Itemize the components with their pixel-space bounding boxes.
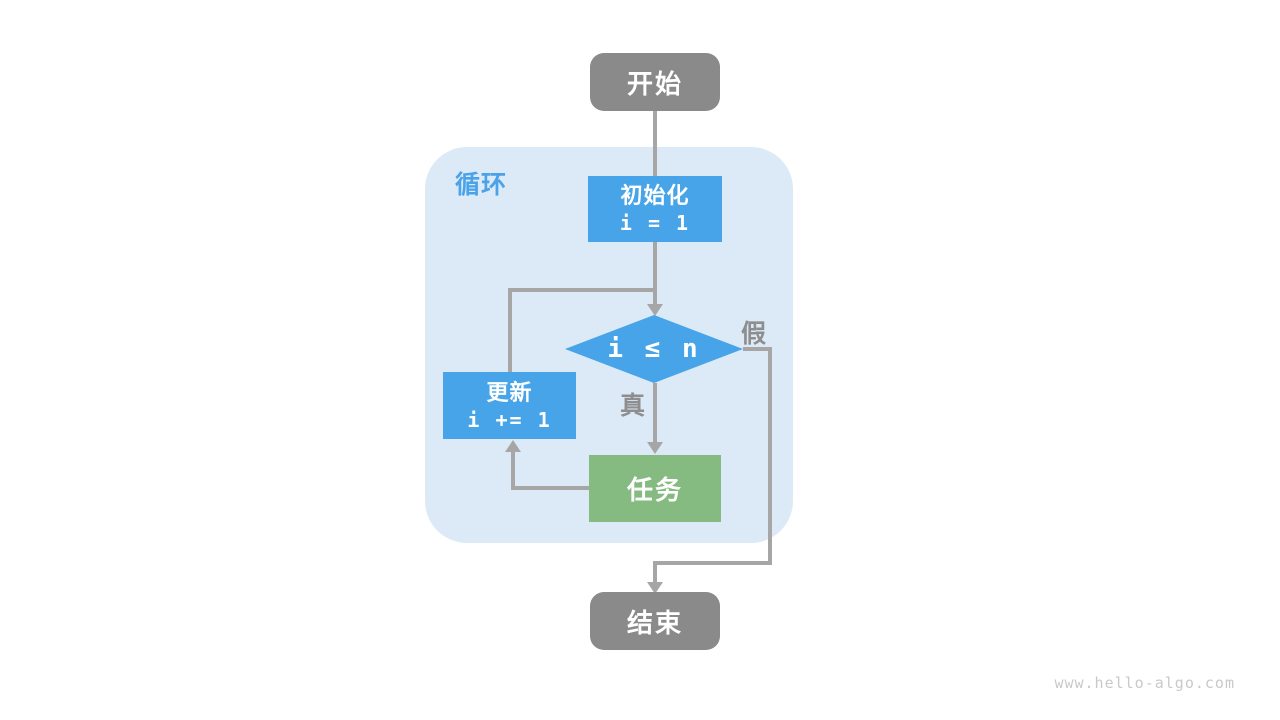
end-node-label: 结束 (626, 607, 683, 638)
init-process-node: 初始化 i = 1 (588, 176, 722, 242)
update-node-title: 更新 (486, 379, 533, 405)
init-node-title: 初始化 (620, 183, 690, 208)
update-process-node: 更新 i += 1 (443, 372, 576, 439)
task-process-node: 任务 (589, 455, 721, 522)
update-node-code: i += 1 (467, 407, 552, 432)
loop-group-label: 循环 (455, 171, 508, 199)
true-branch-label: 真 (620, 392, 646, 420)
site-watermark: www.hello-algo.com (1054, 674, 1235, 692)
start-node-label: 开始 (626, 68, 683, 99)
end-node: 结束 (590, 592, 720, 650)
condition-node-label: i ≤ n (607, 334, 701, 364)
task-node-label: 任务 (626, 475, 683, 505)
init-node-code: i = 1 (619, 211, 691, 235)
false-branch-label: 假 (741, 320, 767, 348)
start-node: 开始 (590, 53, 720, 111)
